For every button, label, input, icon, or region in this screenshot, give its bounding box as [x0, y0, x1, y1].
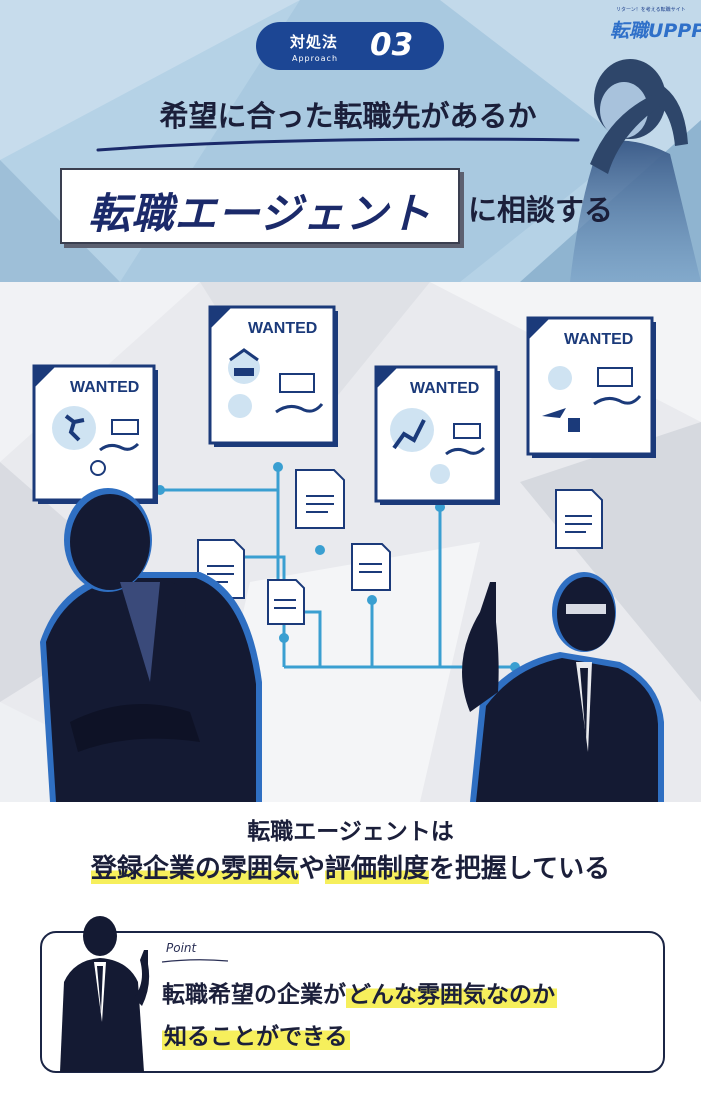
svg-text:WANTED: WANTED [70, 379, 139, 396]
svg-text:WANTED: WANTED [248, 320, 317, 337]
point-line2: 知ることができる [162, 1017, 350, 1051]
caption-end: を把握している [428, 854, 611, 884]
point-line1: 転職希望の企業がどんな雰囲気なのか [162, 975, 557, 1009]
logo-text: 転職UPPP [610, 20, 701, 42]
site-logo[interactable]: リターン！を考える転職サイト 転職UPPP [610, 6, 701, 42]
keyword-text: 転職エージェント [88, 189, 432, 238]
header-banner: 対処法 Approach 03 リターン！を考える転職サイト 転職UPPP 希望… [0, 0, 701, 282]
point-underline [161, 959, 229, 963]
wanted-poster-3: WANTED [374, 365, 500, 505]
caption-line2: 登録企業の雰囲気や評価制度を把握している [0, 848, 701, 885]
point-line1-plain: 転職希望の企業が [162, 982, 346, 1008]
pointing-man-silhouette [462, 572, 664, 802]
caption-highlight-2: 評価制度 [324, 854, 429, 884]
wanted-poster-1: WANTED [32, 364, 158, 504]
badge-sub: Approach [292, 54, 339, 63]
headline-swoosh [96, 137, 580, 152]
documents [197, 469, 603, 625]
headline-line2: に相談する [468, 193, 614, 227]
point-man-silhouette [60, 916, 150, 1072]
point-line1-highlight: どんな雰囲気なのか [346, 982, 557, 1008]
wanted-poster-2: WANTED [208, 305, 338, 447]
svg-text:WANTED: WANTED [564, 331, 633, 348]
headline-line1: 希望に合った転職先があるか [159, 99, 537, 133]
wanted-poster-4: WANTED [526, 316, 656, 458]
logo-tagline: リターン！を考える転職サイト [616, 7, 686, 13]
badge-label: 対処法 [290, 33, 339, 51]
point-label: Point [166, 941, 197, 955]
keyword-box: 転職エージェント [60, 168, 460, 244]
illustration-scene: WANTED WANTED [0, 282, 701, 802]
badge-number: 03 [370, 27, 414, 63]
caption-mid: や [298, 854, 325, 884]
point-line2-highlight: 知ることができる [162, 1024, 350, 1050]
caption-highlight-1: 登録企業の雰囲気 [90, 854, 299, 884]
approach-badge: 対処法 Approach 03 [256, 22, 444, 70]
stressed-woman-illustration [570, 59, 701, 282]
svg-text:WANTED: WANTED [410, 380, 479, 397]
agent-illustration: WANTED WANTED [0, 282, 701, 802]
caption-line1: 転職エージェントは [247, 819, 454, 845]
thinking-man-silhouette [40, 488, 262, 802]
